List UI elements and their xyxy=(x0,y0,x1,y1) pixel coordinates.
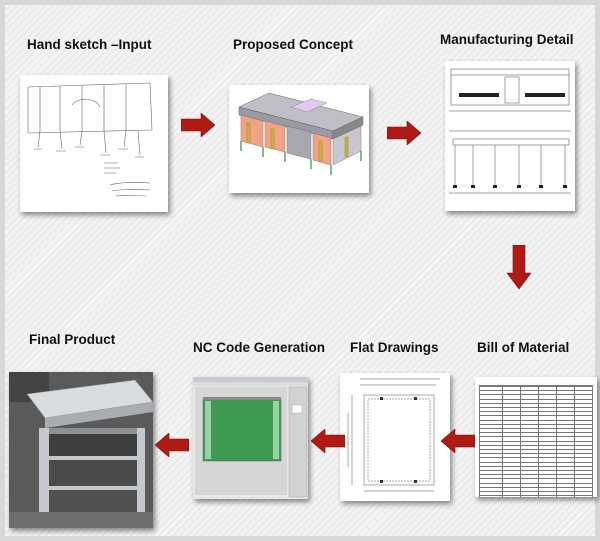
label-nc-code-generation: NC Code Generation xyxy=(193,340,326,355)
arrow-concept-to-detail xyxy=(387,121,421,145)
arrow-nc-to-final xyxy=(155,433,189,457)
arrow-flat-to-nc xyxy=(311,429,345,453)
hand-sketch-drawing xyxy=(27,82,153,197)
nc-code-screenshot xyxy=(193,377,308,499)
concept-3d-model xyxy=(238,92,364,175)
label-hand-sketch: Hand sketch –Input xyxy=(27,37,152,52)
flat-pattern-drawing xyxy=(347,378,440,492)
label-bill-of-material: Bill of Material xyxy=(477,340,570,355)
final-product-photo xyxy=(9,372,153,528)
label-proposed-concept: Proposed Concept xyxy=(233,37,354,52)
arrow-sketch-to-concept xyxy=(181,113,215,137)
stainless-cabinet xyxy=(9,372,153,528)
proposed-concept-render xyxy=(229,85,369,193)
label-flat-drawings: Flat Drawings xyxy=(350,340,439,355)
nc-software-window xyxy=(193,377,308,498)
bill-of-material-table xyxy=(475,377,597,497)
hand-sketch-image xyxy=(20,75,168,212)
label-manufacturing-detail: Manufacturing Detail xyxy=(440,32,574,47)
manufacturing-blueprint xyxy=(449,68,571,194)
label-final-product: Final Product xyxy=(29,332,116,347)
arrow-bom-to-flat xyxy=(441,429,475,453)
manufacturing-detail-drawing xyxy=(445,61,575,211)
flat-drawing-sheet xyxy=(340,373,450,501)
bom-grid xyxy=(478,385,594,497)
arrow-detail-to-bom xyxy=(507,245,531,289)
